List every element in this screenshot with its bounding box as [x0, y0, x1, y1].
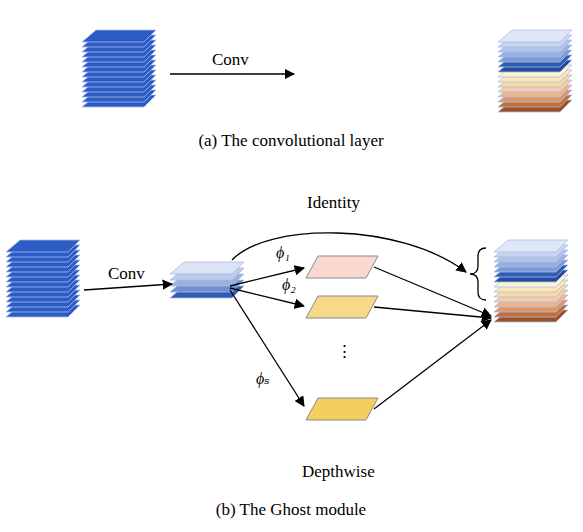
conv-arrow	[170, 73, 294, 74]
operation-label: Depthwise	[302, 462, 375, 482]
feature-map-slab	[498, 30, 572, 42]
operation-label: Conv	[212, 50, 249, 70]
merge-arrow	[374, 307, 491, 318]
ghost-feature-map	[306, 398, 378, 420]
conv-arrow	[84, 284, 172, 290]
transform-symbol: ϕₛ	[256, 370, 270, 388]
ellipsis: ⋮	[336, 342, 353, 362]
ghost-feature-map	[306, 296, 378, 318]
transform-symbol: ϕ₁	[276, 244, 290, 262]
feature-map-slab	[170, 262, 244, 274]
subfigure-caption: (a) The convolutional layer	[198, 131, 383, 151]
feature-map-slab	[6, 240, 80, 252]
intrinsic-feature-maps	[170, 262, 244, 298]
phi-arrow	[230, 290, 304, 406]
input-feature-maps	[6, 240, 80, 317]
input-feature-maps	[82, 30, 156, 107]
operation-label: Identity	[307, 193, 360, 213]
operation-label: Conv	[108, 264, 145, 284]
brace	[470, 248, 486, 300]
feature-map-slab	[82, 30, 156, 42]
output-feature-maps	[498, 30, 572, 112]
subfigure-caption: (b) The Ghost module	[216, 500, 366, 520]
output-feature-maps	[494, 240, 568, 322]
ghost-feature-map	[306, 256, 378, 278]
merge-arrow	[374, 320, 491, 409]
transform-symbol: ϕ₂	[282, 276, 296, 294]
feature-map-slab	[494, 240, 568, 252]
